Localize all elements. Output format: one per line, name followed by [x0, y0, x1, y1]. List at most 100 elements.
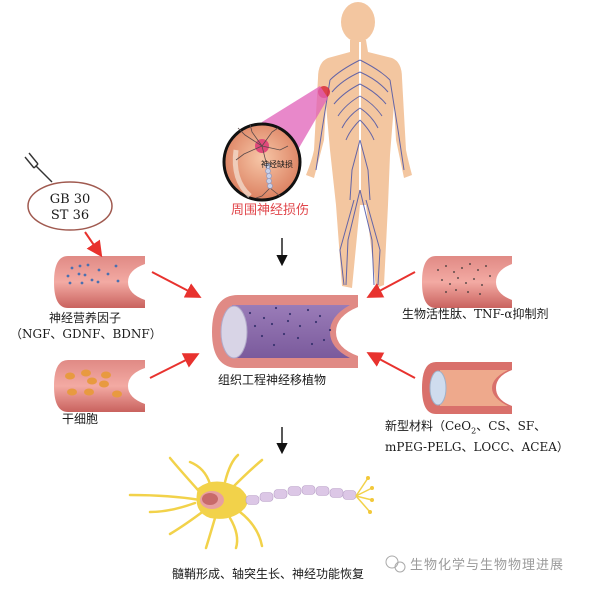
myelin-segment	[273, 489, 288, 499]
bioactive-particle	[477, 269, 479, 271]
graft-particle	[270, 322, 274, 326]
graft-particle	[288, 312, 292, 316]
myelin-segment	[315, 486, 330, 496]
myelin-segment	[287, 486, 302, 496]
acupoint-gb30: GB 30	[49, 192, 91, 207]
neurotrophic-particle	[68, 281, 72, 285]
conduit-materials	[422, 362, 512, 414]
bioactive-particle	[441, 279, 443, 281]
neurotrophic-particle	[114, 264, 118, 268]
bioactive-particle	[449, 283, 451, 285]
bioactive-particle	[469, 263, 471, 265]
graft-particle	[262, 316, 266, 320]
wechat-icon	[385, 555, 406, 573]
human-body-illustration	[306, 2, 412, 288]
bioactive-particle	[481, 284, 483, 286]
stem-cell	[65, 372, 75, 380]
graft-particle	[253, 324, 257, 328]
stem-cells-label: 干细胞	[62, 412, 99, 426]
graft-particle	[272, 343, 276, 347]
materials-line2: mPEG-PELG、LOCC、ACEA）	[385, 440, 569, 455]
bioactive-particle	[453, 271, 455, 273]
bioactive-particle	[489, 275, 491, 277]
neurotrophic-particle	[97, 268, 101, 272]
neurotrophic-particle	[78, 264, 82, 268]
graft-particle	[248, 311, 252, 315]
materials-subscript: 2	[471, 426, 477, 436]
nerve-defect-label: 神经缺损	[261, 160, 293, 169]
bioactive-label: 生物活性肽、TNF-α抑制剂	[402, 307, 549, 321]
neurotrophic-particle	[90, 278, 94, 282]
bioactive-particle	[461, 267, 463, 269]
outcome-label: 髓鞘形成、轴突生长、神经功能恢复	[172, 567, 365, 581]
graft-particle	[318, 314, 322, 318]
graft-particle	[298, 324, 302, 328]
stem-cell	[112, 390, 122, 398]
bioactive-particle	[445, 291, 447, 293]
materials-prefix: 新型材料（CeO	[385, 419, 472, 433]
bioactive-particle	[465, 282, 467, 284]
graft-particle	[322, 338, 326, 342]
arrow-acupoint-to-conduit	[84, 231, 103, 258]
neurotrophic-particle	[80, 281, 84, 285]
stem-cell	[81, 369, 91, 377]
graft-particle	[282, 332, 286, 336]
bioactive-particle	[485, 265, 487, 267]
input-arrows	[84, 231, 416, 379]
bioactive-particle	[455, 289, 457, 291]
conduit-bioactive	[422, 256, 512, 308]
graft-particle	[310, 342, 314, 346]
myelin-segment	[329, 488, 344, 498]
stem-cell	[101, 371, 111, 379]
neurotrophic-title: 神经营养因子	[48, 311, 121, 325]
bioactive-particle	[445, 265, 447, 267]
neurotrophic-factor-label: 神经营养因子 （NGF、GDNF、BDNF）	[10, 310, 162, 342]
neurotrophic-particle	[77, 272, 81, 276]
peripheral-nerve-injury-label: 周围神经损伤	[230, 203, 309, 218]
acupoint-st36: ST 36	[50, 208, 90, 223]
graft-particle	[328, 328, 332, 332]
acupoint-ellipse	[27, 181, 113, 231]
stem-cell	[84, 388, 94, 396]
neurotrophic-particle	[116, 279, 120, 283]
acupuncture-needle-icon	[24, 152, 53, 183]
neurotrophic-particle	[86, 263, 90, 267]
graft-particle	[306, 308, 310, 312]
graft-particle	[314, 320, 318, 324]
arrow-neurotrophic-to-graft	[151, 271, 202, 298]
regenerated-neuron-illustration	[128, 453, 374, 550]
graft-particle	[296, 336, 300, 340]
graft-particle	[260, 334, 264, 338]
myelin-segment	[259, 492, 274, 502]
graft-label: 组织工程神经移植物	[218, 373, 327, 387]
bioactive-particle	[479, 293, 481, 295]
myelin-segment	[245, 495, 260, 505]
arrow-materials-to-graft	[366, 352, 416, 379]
conduit-neurotrophic	[54, 256, 145, 308]
novel-materials-label: 新型材料（CeO2、CS、SF、 mPEG-PELG、LOCC、ACEA）	[385, 418, 569, 455]
myelin-segment	[342, 490, 357, 500]
neurotrophic-particle	[106, 272, 110, 276]
neurotrophic-particle	[70, 266, 74, 270]
bioactive-particle	[437, 269, 439, 271]
arrow-bioactive-to-graft	[366, 271, 416, 298]
acupoint-labels: GB 30 ST 36	[40, 192, 100, 224]
neurotrophic-subtitle: （NGF、GDNF、BDNF）	[10, 327, 162, 341]
tissue-engineered-graft	[212, 295, 358, 368]
bioactive-particle	[467, 291, 469, 293]
stem-cell	[99, 380, 109, 388]
materials-suffix: 、CS、SF、	[476, 419, 547, 433]
neurotrophic-particle	[96, 280, 100, 284]
myelin-segment	[301, 485, 316, 495]
watermark-text: 生物化学与生物物理进展	[410, 558, 565, 573]
stem-cell	[87, 377, 97, 385]
stem-cell	[67, 388, 77, 396]
bioactive-particle	[457, 277, 459, 279]
nerve-defect-inset	[222, 122, 302, 202]
neurotrophic-particle	[66, 274, 70, 278]
graft-particle	[274, 306, 278, 310]
bioactive-particle	[473, 278, 475, 280]
arrow-stemcells-to-graft	[149, 353, 200, 379]
graft-particle	[286, 319, 290, 323]
